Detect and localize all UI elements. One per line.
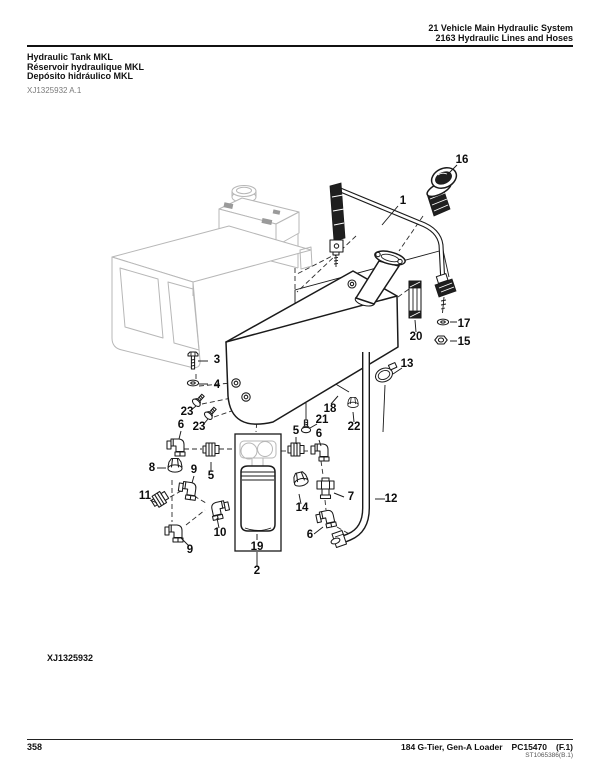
callout-5b: 5 [208,470,215,482]
footer-rule [27,739,573,740]
figure-id: XJ1325932 [47,653,94,663]
page-title-fr: Réservoir hydraulique MKL [27,61,145,72]
callout-15: 15 [458,336,471,348]
washer-4 [186,379,200,387]
header-rule [27,45,573,47]
figure-reference: XJ1325932 A.1 [27,86,82,95]
elbow-10 [209,499,232,521]
breather-21 [300,419,312,434]
callout-8: 8 [149,462,156,474]
elbow-6c [314,508,338,531]
page-number: 358 [27,742,43,752]
callout-7: 7 [348,491,354,503]
hose-end-bracket [434,273,457,314]
footer-revision: (F.1) [556,742,573,752]
callout-3: 3 [214,354,220,366]
sight-gauge [408,280,422,319]
callout-9b: 9 [187,544,193,556]
callout-1: 1 [400,195,407,207]
clip-23b [202,404,219,422]
callout-11: 11 [139,490,152,502]
plug-22 [347,396,359,408]
elbow-9b [164,524,184,543]
header-section-title: 21 Vehicle Main Hydraulic System 2163 Hy… [428,23,573,43]
page-title-en: Hydraulic Tank MKL [27,52,113,62]
footer-catalog-number: PC15470 [511,742,547,752]
filler-neck [354,250,406,307]
callout-6b: 6 [316,428,322,440]
callout-18: 18 [324,403,337,415]
callout-10: 10 [214,527,227,539]
plug-5a [287,442,305,457]
callout-2: 2 [254,565,260,577]
elbow-6b [310,443,330,462]
hose-strap [329,182,346,267]
footer-print-code: ST1065386(B.1) [525,752,573,759]
fitting-8 [167,457,183,473]
callout-23b: 23 [193,421,206,433]
fitting-11 [149,488,171,510]
return-hose [330,352,370,549]
callout-6c: 6 [307,529,313,541]
elbow-6a [166,438,186,457]
title-block: Hydraulic Tank MKL Réservoir hydraulique… [27,52,145,82]
leader-lines [149,164,458,566]
callout-14: 14 [296,502,309,514]
callout-19: 19 [251,541,264,553]
hose-clamp [374,362,398,383]
elbow-9a [176,480,199,501]
footer-publication-line: 184 G-Tier, Gen-A Loader PC15470 (F.1) [401,742,573,752]
ghost-assembled-tank [111,185,313,369]
callout-12: 12 [385,493,398,505]
filler-cap [426,166,458,217]
callout-4: 4 [214,379,221,391]
tee-7 [316,477,335,500]
filter-head-ghost [239,440,277,466]
filter-assembly [234,433,282,552]
filter-cartridge [240,465,276,532]
fittings [149,318,450,543]
cap-14 [291,470,310,488]
callout-13: 13 [401,358,414,370]
callout-20: 20 [410,331,423,343]
callout-labels: 1 2 3 4 5 5 6 6 6 7 8 9 9 10 11 12 13 14… [139,154,471,577]
page-title-es: Depósito hidráulico MKL [27,71,134,81]
upper-hose [329,182,457,314]
header-line-group: 2163 Hydraulic Lines and Hoses [435,33,573,43]
callout-5a: 5 [293,425,300,437]
callout-16: 16 [456,154,469,166]
callout-9a: 9 [191,464,197,476]
callout-21: 21 [316,414,329,426]
washer-17 [436,318,450,326]
nut-15 [434,335,448,345]
callout-23a: 23 [181,406,194,418]
callout-22: 22 [348,421,361,433]
footer-model: 184 G-Tier, Gen-A Loader [400,742,503,752]
header-line-system: 21 Vehicle Main Hydraulic System [428,23,573,33]
callout-6a: 6 [178,419,184,431]
callout-17: 17 [458,318,471,330]
bolt-3 [187,351,199,370]
plug-5b [202,442,220,457]
